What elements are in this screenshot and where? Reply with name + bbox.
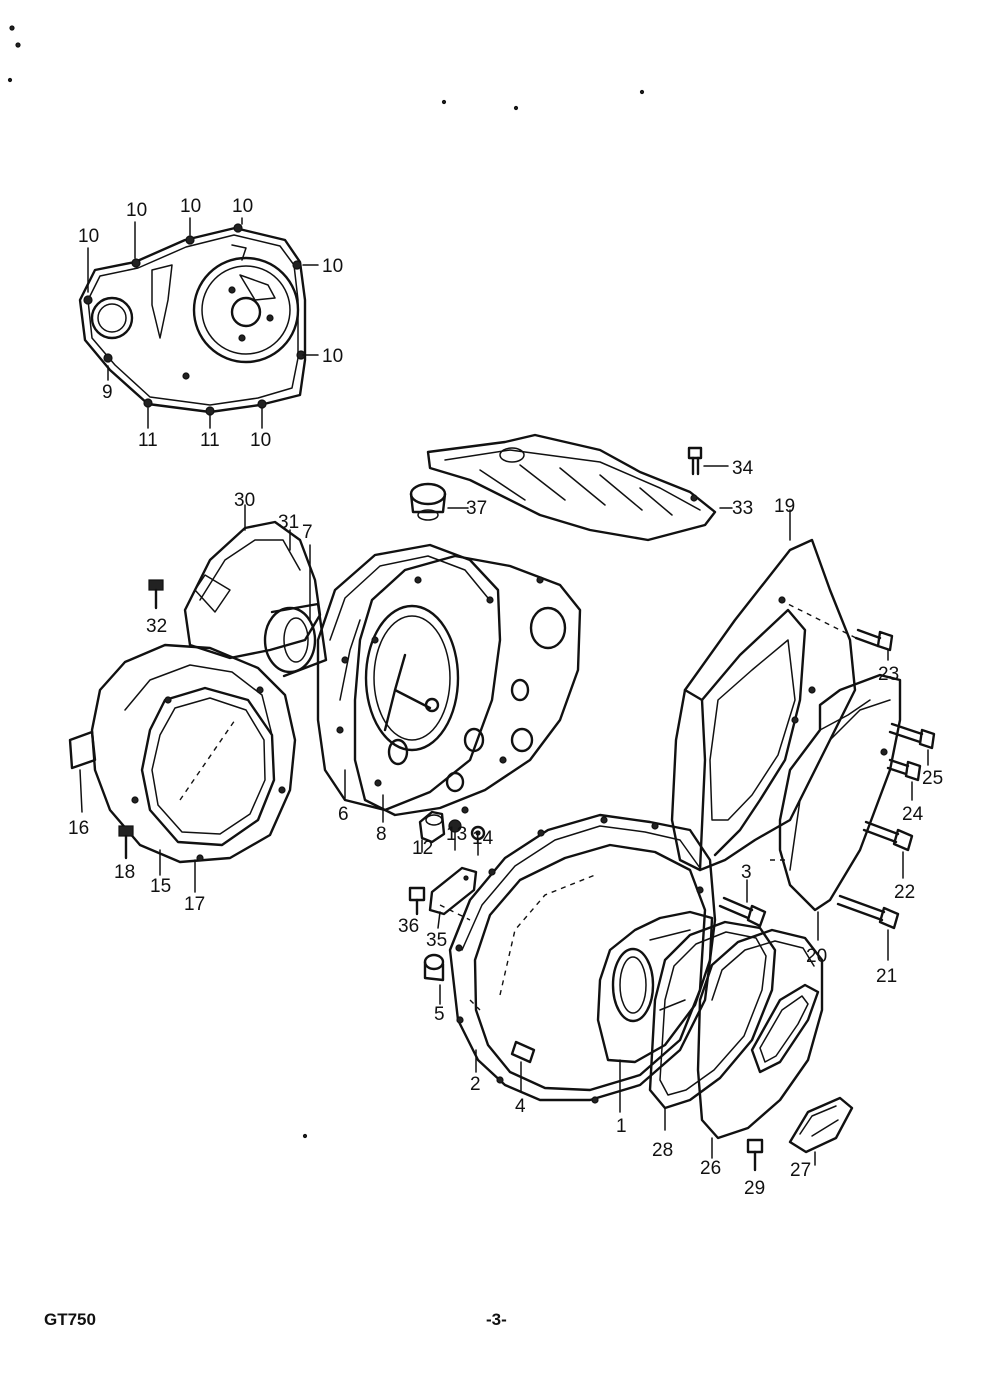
label-24: 24 (902, 804, 924, 825)
screw-3 (718, 879, 767, 928)
label-32: 32 (146, 616, 167, 637)
stator-housing (316, 543, 502, 812)
label-21: 21 (876, 966, 897, 987)
label-10f: 10 (322, 346, 343, 367)
label-10d: 10 (232, 196, 253, 217)
model-code: GT750 (44, 1310, 96, 1329)
label-28: 28 (652, 1140, 673, 1161)
label-2: 2 (470, 1074, 481, 1095)
label-5: 5 (434, 1004, 445, 1025)
screw-23 (854, 628, 894, 661)
label-13: 13 (446, 824, 467, 845)
o-ring-14 (470, 825, 486, 856)
cover-plate-35 (428, 866, 478, 929)
label-9: 9 (102, 382, 113, 403)
label-14: 14 (472, 828, 494, 849)
label-11a: 11 (138, 430, 158, 451)
clutch-outer-cover (696, 928, 824, 1159)
label-16: 16 (68, 818, 89, 839)
label-29: 29 (744, 1178, 765, 1199)
label-11b: 11 (200, 430, 220, 451)
label-33: 33 (732, 498, 753, 519)
fan-shroud (670, 509, 861, 872)
crankcase-gasket (344, 554, 582, 823)
label-1: 1 (616, 1116, 627, 1137)
screw-25 (888, 722, 936, 766)
oil-filler-plug (409, 482, 469, 521)
dowel-5 (423, 953, 445, 1005)
screw-4 (510, 1040, 536, 1093)
label-4: 4 (515, 1096, 526, 1117)
label-3: 3 (741, 862, 752, 883)
label-30: 30 (234, 490, 255, 511)
label-19: 19 (774, 496, 795, 517)
label-23: 23 (878, 664, 899, 685)
screw-36 (408, 886, 426, 916)
clutch-cover-gasket (78, 217, 319, 429)
label-10b: 10 (126, 200, 147, 221)
label-12: 12 (412, 838, 433, 859)
screw-21 (836, 894, 900, 961)
label-18: 18 (114, 862, 135, 883)
label-31: 31 (278, 512, 299, 533)
label-10g: 10 (250, 430, 271, 451)
label-10a: 10 (78, 226, 99, 247)
screw-22 (862, 820, 914, 879)
screw-24 (886, 758, 922, 801)
clutch-gasket (648, 920, 777, 1131)
side-cover (770, 673, 902, 941)
label-8: 8 (376, 824, 387, 845)
part-labels: 1 2 3 4 5 6 7 8 9 10 10 10 10 10 10 10 1… (68, 196, 943, 1199)
label-34: 34 (732, 458, 754, 479)
screw-18 (118, 825, 134, 860)
label-35: 35 (426, 930, 447, 951)
crankcase-top-cover (426, 433, 733, 542)
label-15: 15 (150, 876, 171, 897)
label-6: 6 (338, 804, 349, 825)
clutch-inner-cover (596, 910, 714, 1113)
label-17: 17 (184, 894, 205, 915)
label-37: 37 (466, 498, 487, 519)
label-7: 7 (302, 522, 313, 543)
bolt-34 (687, 446, 729, 476)
oil-seal-13 (448, 819, 462, 851)
label-36: 36 (398, 916, 419, 937)
label-10e: 10 (322, 256, 343, 277)
label-20: 20 (806, 946, 827, 967)
emblem-plate (788, 1096, 854, 1166)
right-crankcase-cover (439, 813, 717, 1104)
dowel-pin (418, 810, 446, 853)
label-26: 26 (700, 1158, 721, 1179)
label-22: 22 (894, 882, 915, 903)
screw-32 (148, 579, 164, 610)
label-10c: 10 (180, 196, 201, 217)
magneto-rotor (183, 504, 328, 678)
print-specks (7, 25, 645, 1139)
generator-cover (68, 643, 297, 893)
label-25: 25 (922, 768, 943, 789)
label-27: 27 (790, 1160, 811, 1181)
page-number: -3- (486, 1310, 507, 1329)
screw-29 (746, 1138, 764, 1172)
